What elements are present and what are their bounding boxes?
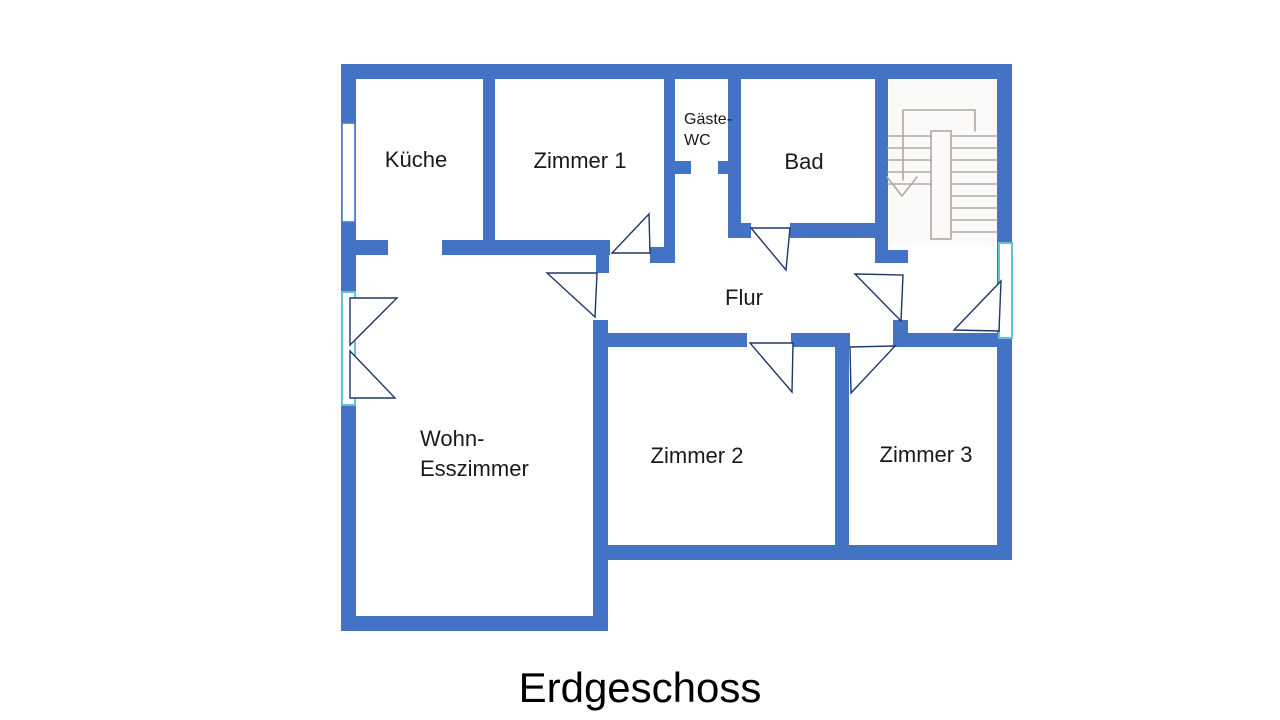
window-swing-lower <box>349 349 397 399</box>
room-label-zimmer2: Zimmer 2 <box>651 443 744 468</box>
room-label-flur: Flur <box>725 285 763 310</box>
wall-segment <box>790 223 878 238</box>
window-kitchen <box>341 122 356 223</box>
wall-segment <box>341 240 388 255</box>
windows <box>341 122 1013 406</box>
wall-segment <box>675 161 691 174</box>
staircase-treads <box>887 135 998 233</box>
room-labels: Küche Zimmer 1 Gäste- WC Bad Flur Wohn- … <box>385 111 973 481</box>
wall-segment <box>596 240 609 273</box>
door-swing-entrance <box>952 279 1002 332</box>
wall-segment <box>875 250 908 263</box>
wall-segment <box>664 79 675 255</box>
room-label-gaeste-wc-line1: Gäste- <box>684 111 732 128</box>
staircase-newel <box>930 130 952 240</box>
wall-segment <box>791 333 850 347</box>
door-swing-stair-hall <box>853 273 904 323</box>
room-label-kueche: Küche <box>385 147 447 172</box>
wall-segment <box>341 64 1012 79</box>
door-swing-bad <box>749 227 791 272</box>
door-swing-zimmer2 <box>748 342 794 394</box>
room-label-zimmer1: Zimmer 1 <box>534 148 627 173</box>
wall-segment <box>728 79 741 225</box>
wall-segment <box>483 79 495 255</box>
walls <box>341 64 1012 631</box>
room-label-wohn-line2: Esszimmer <box>420 456 529 481</box>
door-swings <box>349 212 1002 399</box>
wall-segment <box>728 223 751 238</box>
floor-title: Erdgeschoss <box>519 664 762 711</box>
room-label-wohn-line1: Wohn- <box>420 426 484 451</box>
door-swing-zimmer1 <box>610 212 651 254</box>
staircase <box>886 80 998 245</box>
wall-segment <box>593 320 608 631</box>
wall-segment <box>593 333 747 347</box>
room-label-gaeste-wc-line2: WC <box>684 132 711 149</box>
wall-segment <box>341 616 608 631</box>
door-swing-zimmer3 <box>849 345 897 395</box>
room-label-bad: Bad <box>784 149 823 174</box>
window-swing-upper <box>349 297 399 347</box>
room-label-zimmer3: Zimmer 3 <box>880 442 973 467</box>
wall-segment <box>835 347 849 545</box>
door-swing-wohnzimmer <box>545 272 598 319</box>
wall-segment <box>718 161 728 174</box>
wall-segment <box>442 240 610 255</box>
staircase-direction-arrow-icon <box>886 176 918 198</box>
wall-segment <box>893 333 1012 347</box>
staircase-railing <box>902 109 976 181</box>
wall-segment <box>875 79 888 263</box>
wall-segment <box>593 545 1012 560</box>
staircase-area <box>889 80 997 245</box>
